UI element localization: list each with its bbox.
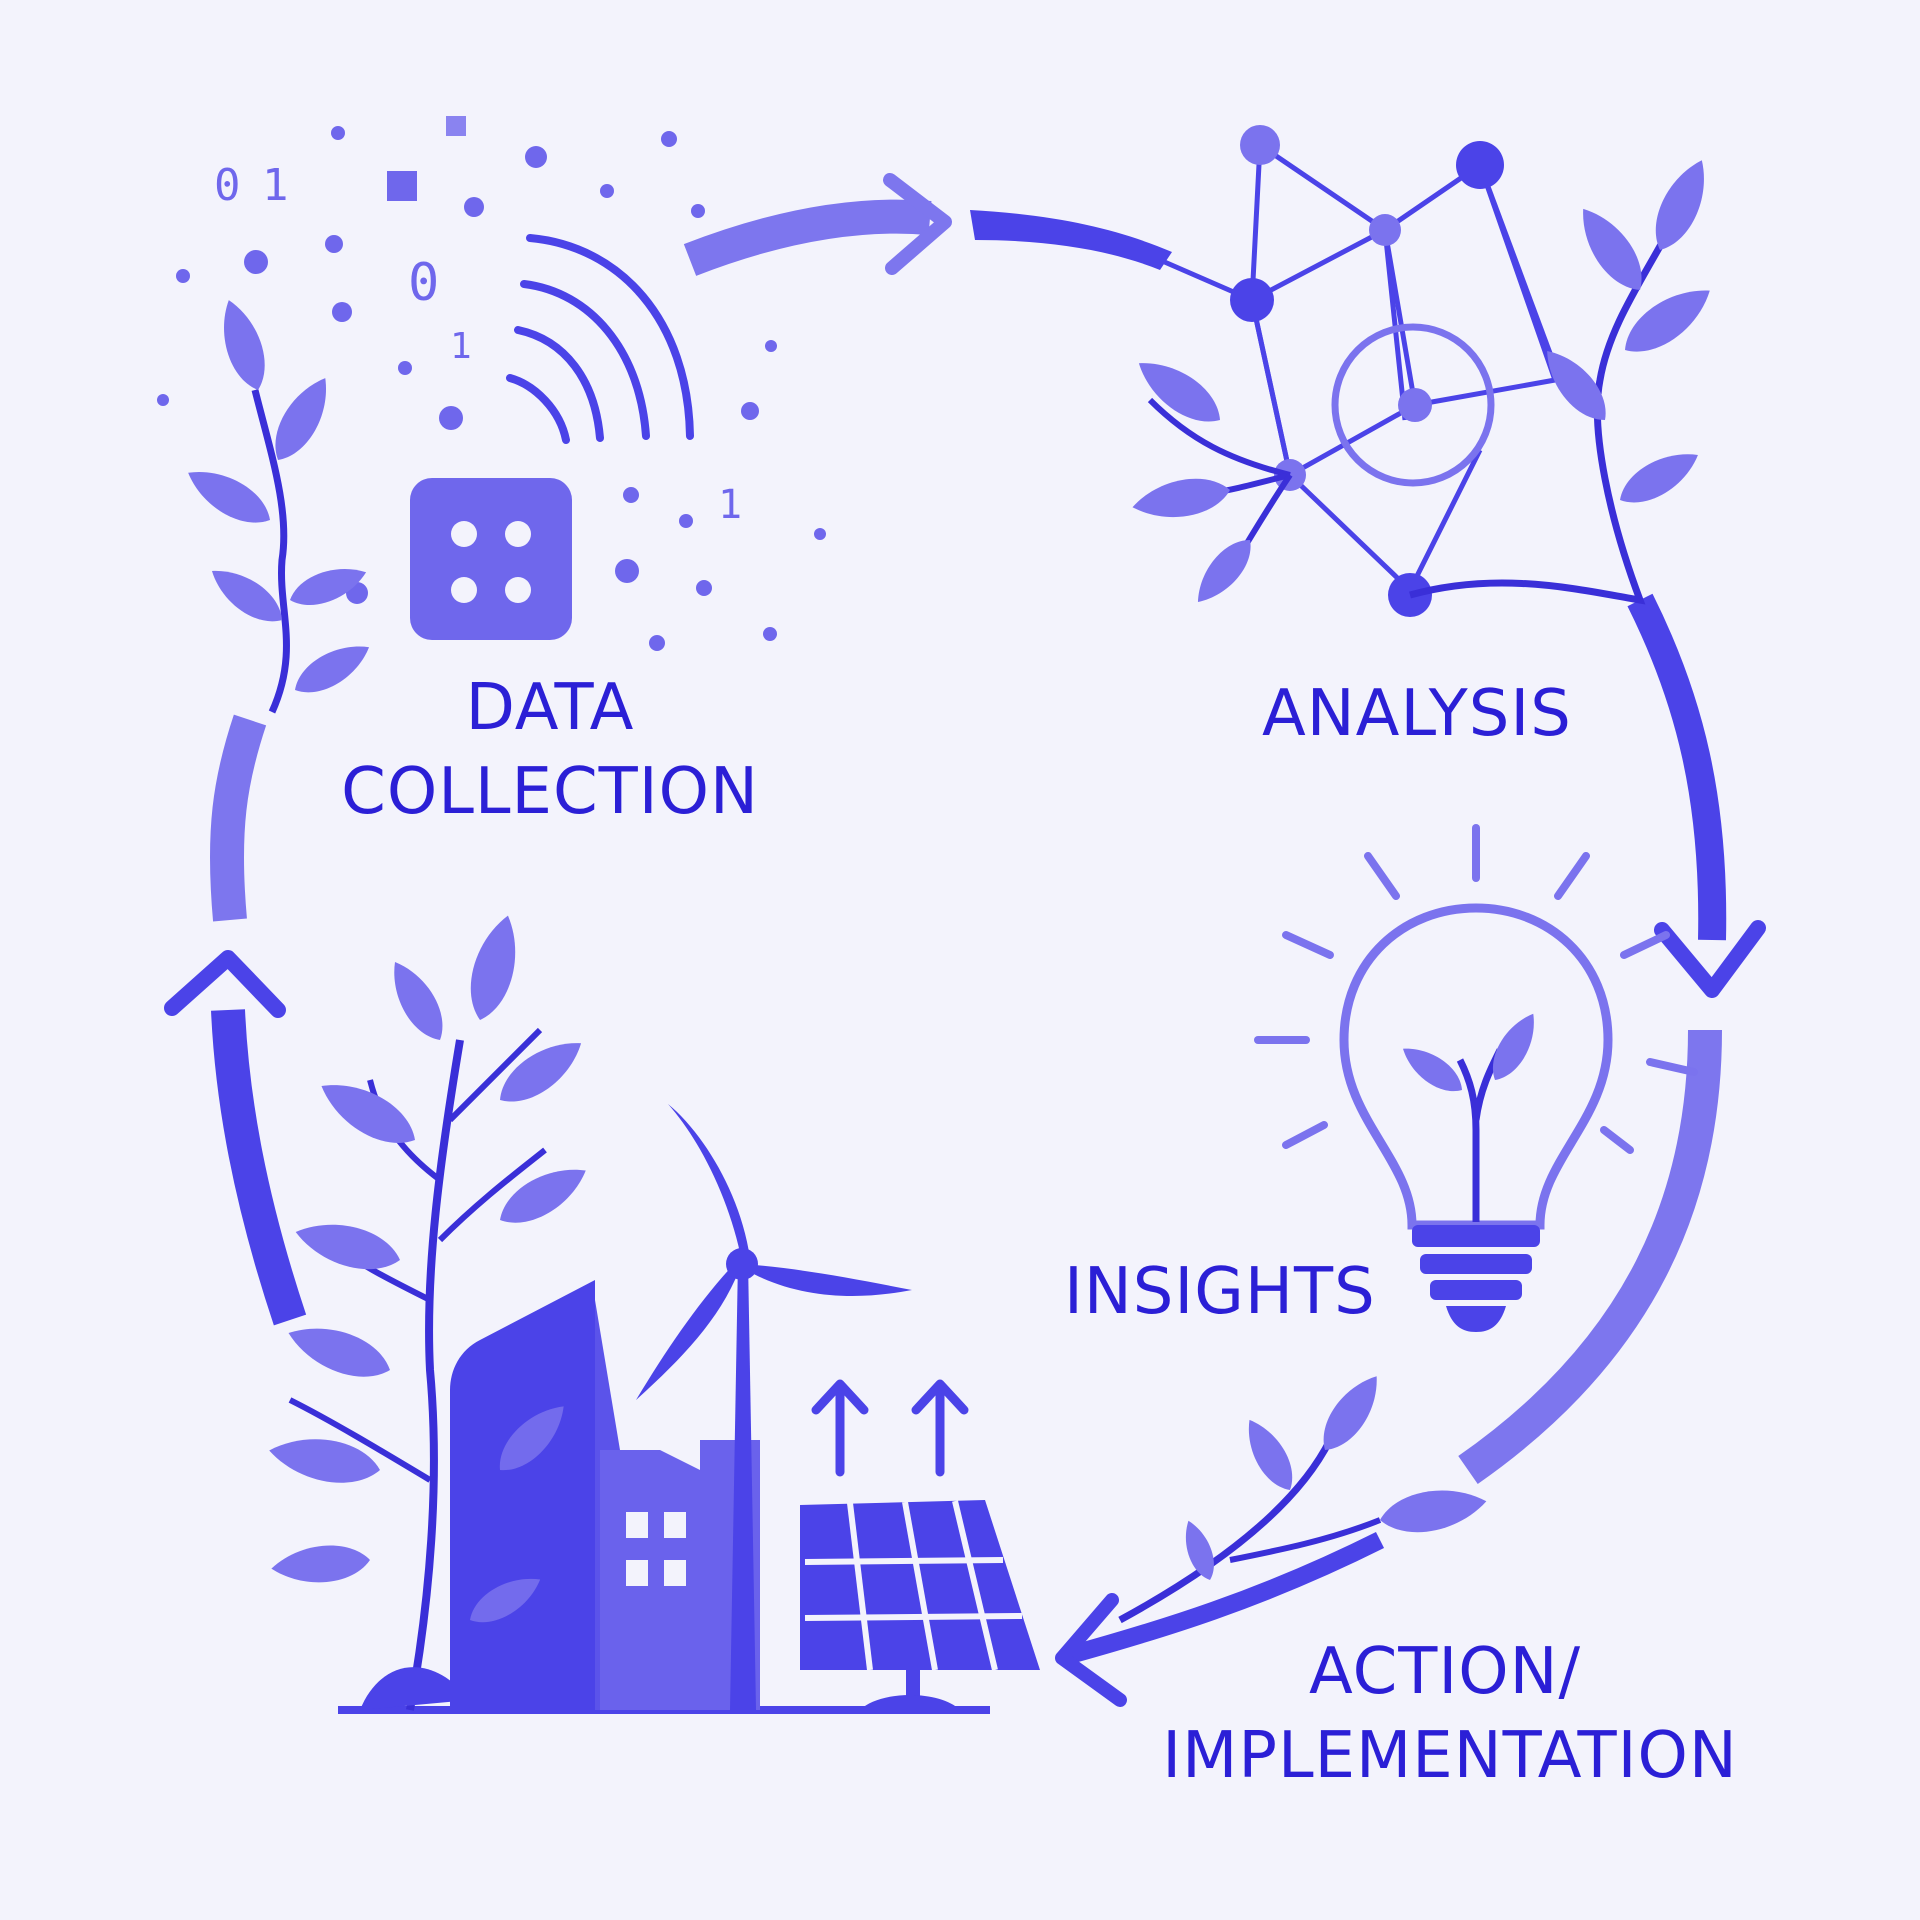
cycle-arrow-icon (209, 714, 267, 922)
stage-label-data-collection: DATA COLLECTION (330, 666, 770, 834)
stage-label-line: IMPLEMENTATION (1162, 1719, 1738, 1793)
leaf-branch-icon (265, 910, 595, 1711)
arrowhead-icon (164, 950, 286, 1018)
solar-panel-icon (800, 1500, 1040, 1710)
data-particles (157, 116, 826, 651)
arrowhead-icon (1055, 1593, 1127, 1707)
arrowhead-icon (1654, 920, 1766, 998)
wifi-signal-icon (506, 234, 694, 444)
stage-label-action-implementation: ACTION/ IMPLEMENTATION (1140, 1630, 1760, 1798)
cycle-arrows (164, 173, 1766, 1707)
binary-glyphs: 0 1 0 1 1 (214, 160, 742, 528)
lightbulb-sprout-icon (1254, 824, 1698, 1332)
binary-digit: 1 (718, 482, 742, 528)
data-collection-illustration: 0 1 0 1 1 (157, 116, 826, 714)
leaf-branch-icon (1409, 152, 1721, 605)
cycle-arrow-icon (211, 1009, 307, 1326)
binary-digit: 1 (450, 326, 472, 367)
stage-label-line: ACTION/ (1308, 1635, 1582, 1709)
leaf-branch-icon (179, 294, 377, 714)
binary-digit: 1 (262, 160, 289, 211)
network-graph-icon (1159, 125, 1563, 617)
cycle-arrow-icon (1067, 1531, 1385, 1664)
binary-digit: 0 (408, 253, 439, 313)
cycle-arrow-icon (683, 199, 932, 276)
stage-label-analysis: ANALYSIS (1262, 677, 1572, 751)
sensor-device-icon (410, 478, 572, 640)
arrowhead-icon (883, 173, 952, 275)
wind-turbine-icon (636, 1104, 912, 1710)
binary-digit: 0 (214, 160, 241, 211)
stage-label-line: DATA (465, 671, 635, 745)
stage-label-line: COLLECTION (341, 755, 759, 829)
cycle-arrow-icon (1627, 593, 1727, 941)
leaf-branch-icon (1128, 348, 1293, 612)
analysis-illustration (1128, 125, 1721, 617)
cycle-arrow-icon (1458, 1029, 1722, 1484)
building-icon (450, 1280, 760, 1710)
cycle-arrow-icon (970, 210, 1172, 270)
leaf-branch-icon (1118, 1366, 1490, 1624)
growth-arrows-icon (811, 1379, 969, 1477)
action-illustration (265, 910, 1490, 1714)
stage-label-insights: INSIGHTS (1064, 1255, 1376, 1329)
